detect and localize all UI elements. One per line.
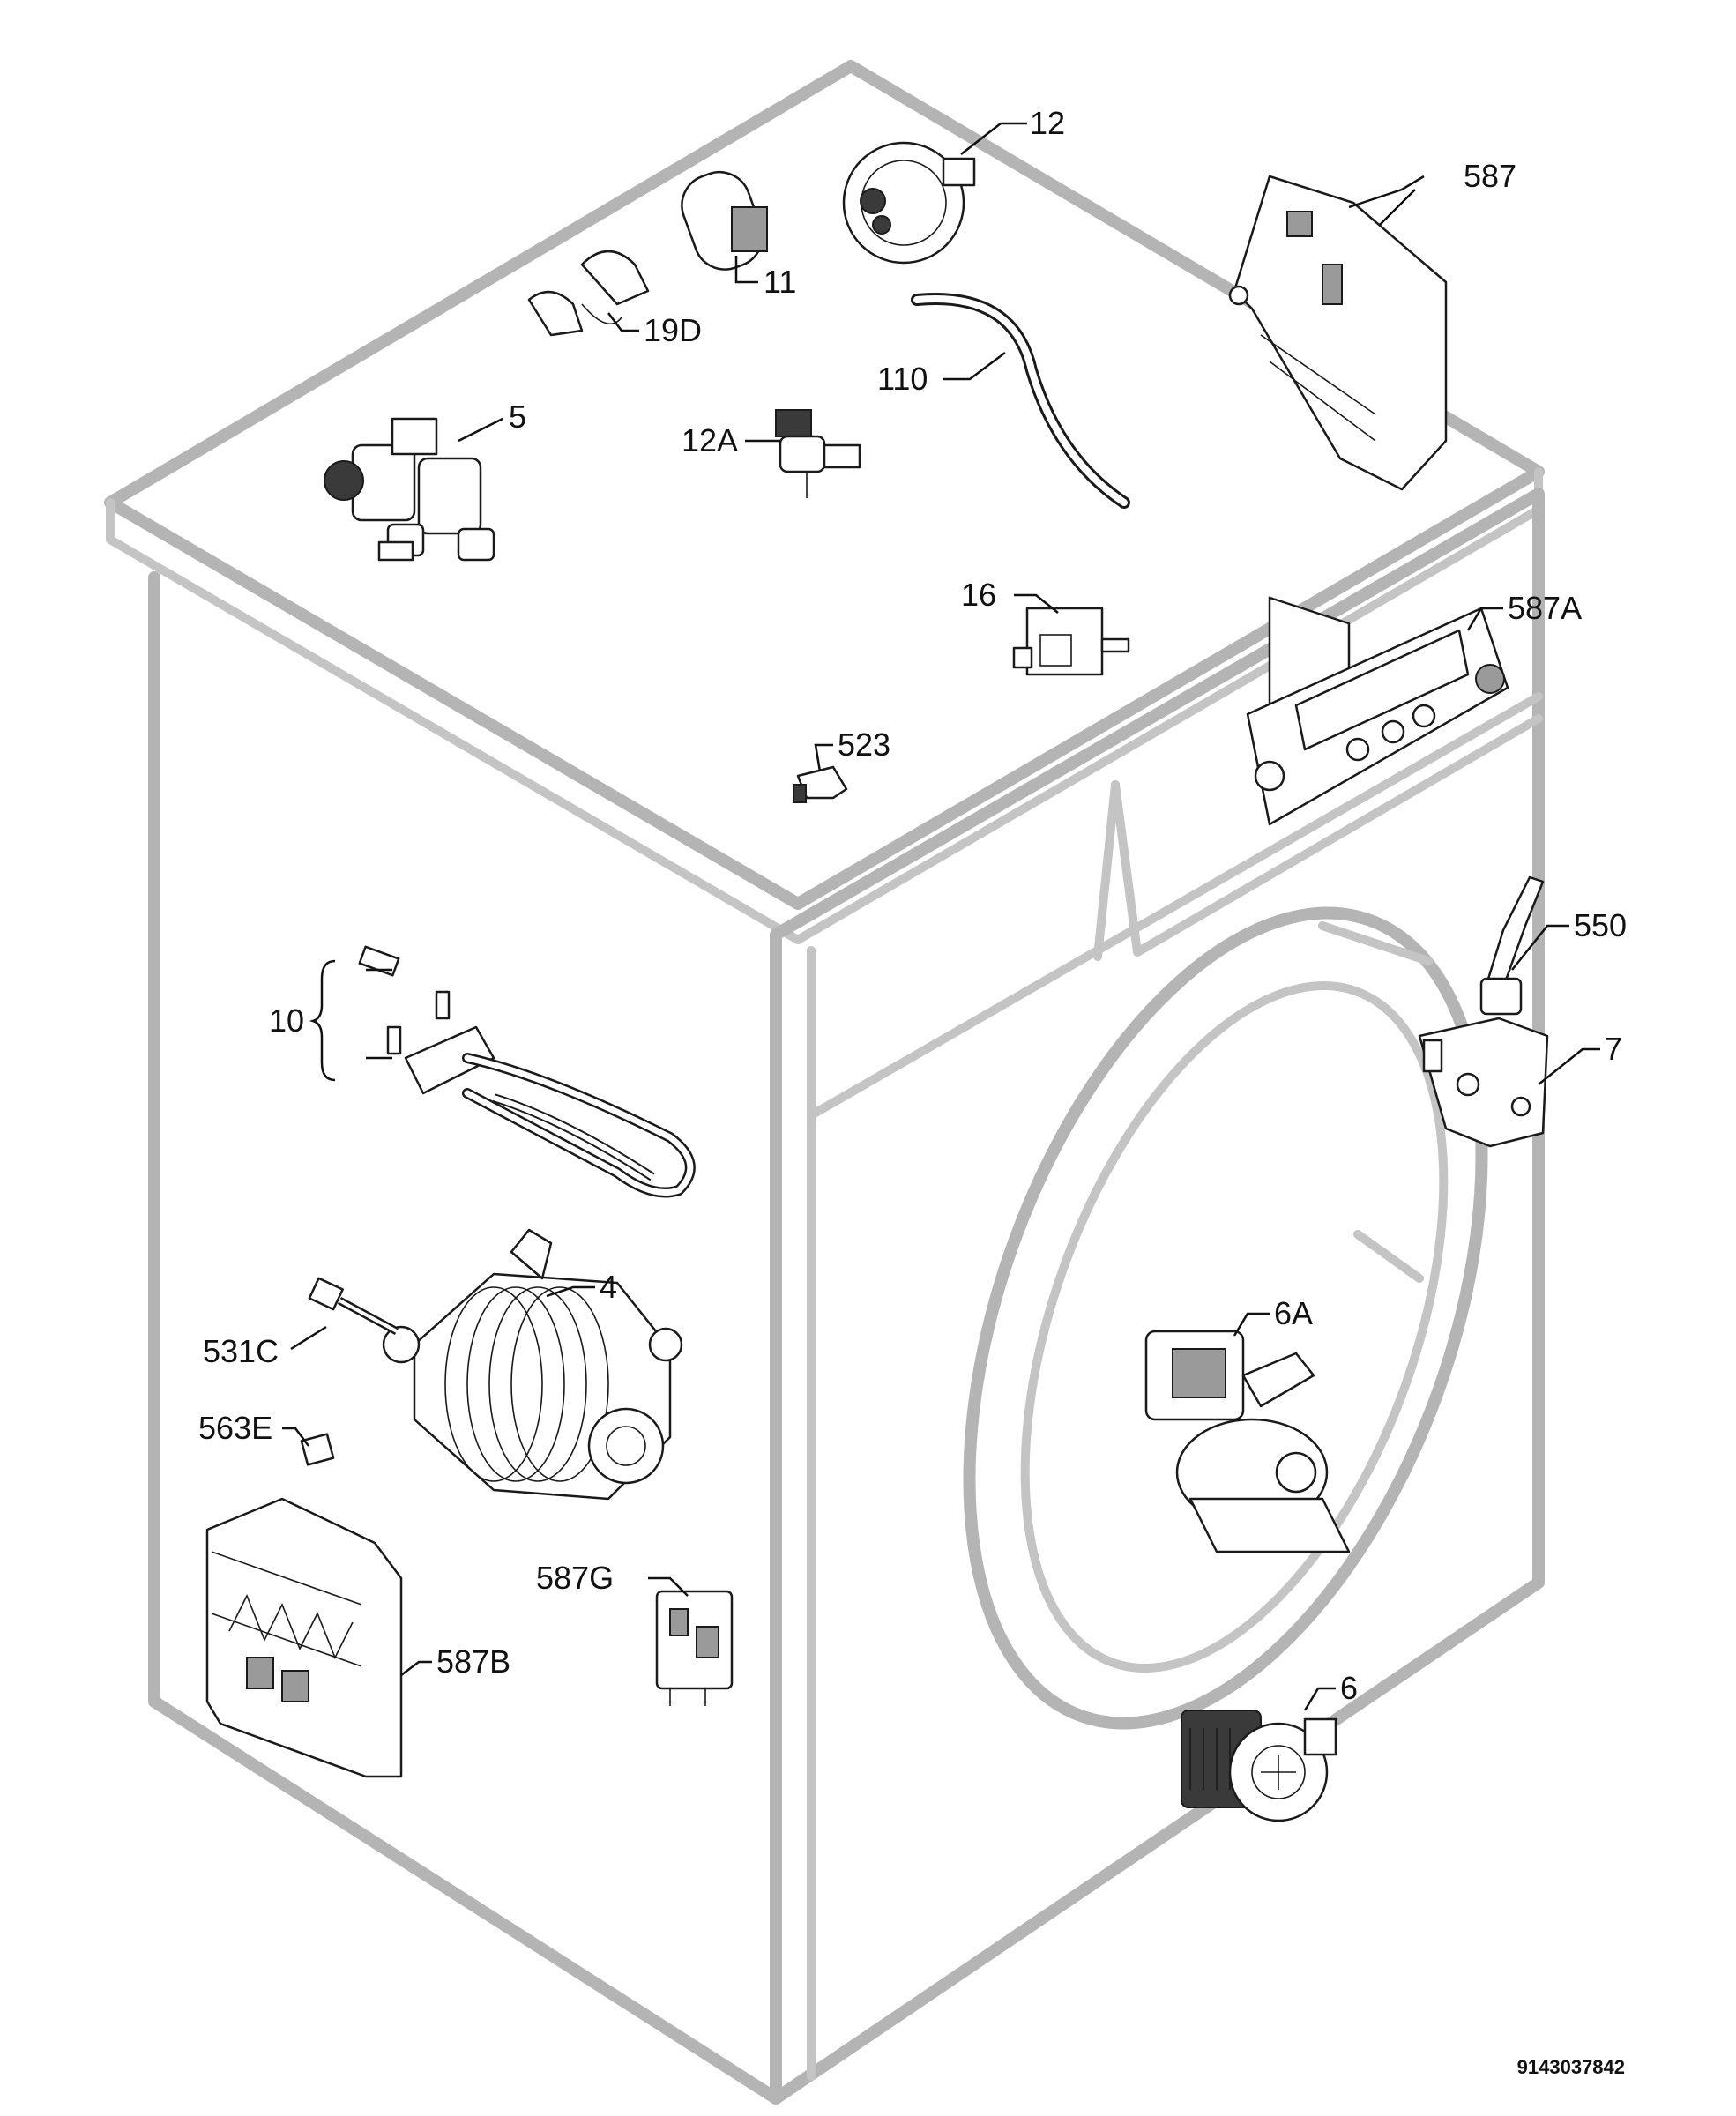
callout-6A: 6A	[1274, 1295, 1313, 1331]
part-523-clip	[793, 765, 848, 803]
part-16-door-lock	[1012, 607, 1130, 676]
part-6A-drain-pump	[1144, 1330, 1351, 1553]
callout-523: 523	[838, 726, 890, 763]
part-550-door-lever	[1479, 875, 1545, 1016]
callout-labels: 12 587 11 19D 110 5 12A 16 587A 523 550 …	[198, 105, 1627, 1706]
document-number: 9143037842	[1517, 2056, 1625, 2078]
part-12-pressure-switch	[842, 141, 976, 264]
callout-587G: 587G	[536, 1560, 614, 1596]
part-6-pump-motor	[1181, 1710, 1337, 1822]
part-12A-pressure-switch	[775, 409, 861, 498]
callout-550: 550	[1574, 907, 1627, 943]
callout-19D: 19D	[644, 312, 702, 348]
callout-110: 110	[877, 361, 928, 397]
callout-587A: 587A	[1508, 590, 1582, 626]
part-587B-main-board	[205, 1497, 403, 1778]
callout-16: 16	[961, 577, 996, 613]
callout-11: 11	[764, 264, 796, 300]
callout-12: 12	[1030, 105, 1065, 141]
part-19D-cable-clip	[527, 250, 650, 337]
part-5-inlet-valve	[324, 417, 495, 562]
callout-12A: 12A	[682, 422, 738, 458]
part-587G-small-board	[655, 1590, 734, 1706]
leader-lines	[282, 122, 1600, 1711]
callout-4: 4	[600, 1269, 617, 1305]
callout-5: 5	[509, 399, 526, 435]
part-110-hose	[911, 293, 1130, 509]
callout-6: 6	[1340, 1670, 1358, 1706]
part-10-heating-element	[358, 945, 696, 1198]
part-4-motor	[382, 1228, 683, 1501]
callout-531C: 531C	[203, 1333, 279, 1369]
part-563E-clip	[300, 1433, 335, 1466]
callout-587: 587	[1464, 158, 1516, 194]
callout-563E: 563E	[198, 1410, 272, 1446]
callout-10: 10	[269, 1002, 304, 1039]
part-11-capacitor	[681, 170, 768, 271]
part-531C-bolt	[308, 1277, 399, 1335]
part-587A-control-panel	[1246, 607, 1509, 826]
callout-7: 7	[1605, 1031, 1622, 1067]
part-7-door-hinge	[1418, 1017, 1549, 1148]
callout-587B: 587B	[436, 1643, 510, 1680]
